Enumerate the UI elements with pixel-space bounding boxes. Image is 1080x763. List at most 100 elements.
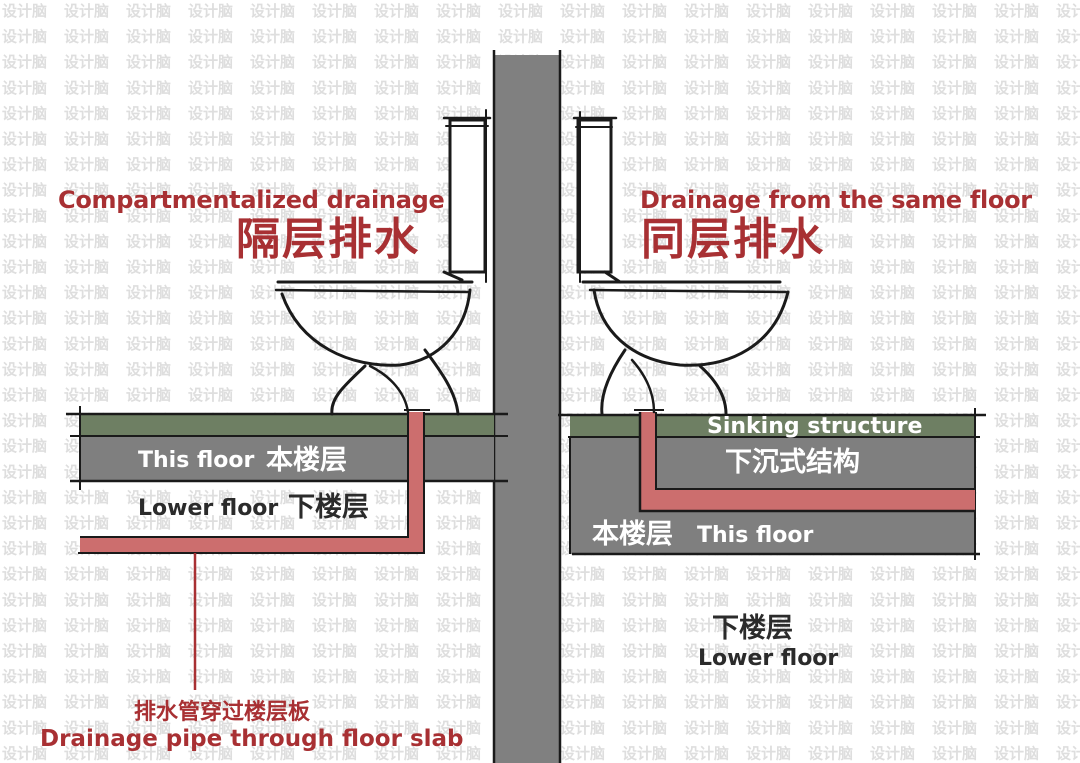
watermark-text: 设计脑 [188, 284, 233, 302]
watermark-text: 设计脑 [870, 386, 915, 404]
watermark-text: 设计脑 [746, 2, 791, 20]
watermark-text: 设计脑 [994, 258, 1039, 276]
watermark-text: 设计脑 [622, 719, 667, 737]
watermark-text: 设计脑 [994, 181, 1039, 199]
watermark-text: 设计脑 [622, 744, 667, 762]
watermark-text: 设计脑 [188, 79, 233, 97]
watermark-text: 设计脑 [808, 693, 853, 711]
watermark-text: 设计脑 [250, 565, 295, 583]
watermark-text: 设计脑 [1056, 386, 1080, 404]
watermark-text: 设计脑 [622, 104, 667, 122]
watermark-text: 设计脑 [312, 130, 357, 148]
watermark-text: 设计脑 [622, 181, 667, 199]
watermark-text: 设计脑 [126, 335, 171, 353]
watermark-text: 设计脑 [250, 488, 295, 506]
watermark-text: 设计脑 [64, 207, 109, 225]
watermark-text: 设计脑 [994, 28, 1039, 46]
watermark-text: 设计脑 [684, 642, 729, 660]
watermark-text: 设计脑 [1056, 591, 1080, 609]
watermark-text: 设计脑 [374, 232, 419, 250]
watermark-text: 设计脑 [932, 360, 977, 378]
watermark-text: 设计脑 [312, 2, 357, 20]
watermark-text: 设计脑 [64, 744, 109, 762]
watermark-text: 设计脑 [312, 335, 357, 353]
watermark-text: 设计脑 [312, 668, 357, 686]
watermark-text: 设计脑 [188, 616, 233, 634]
watermark-text: 设计脑 [746, 156, 791, 174]
watermark-text: 设计脑 [2, 744, 47, 762]
watermark-text: 设计脑 [250, 28, 295, 46]
watermark-text: 设计脑 [994, 130, 1039, 148]
watermark-text: 设计脑 [436, 642, 481, 660]
left-floor-slab [66, 406, 508, 490]
watermark-text: 设计脑 [746, 28, 791, 46]
watermark-text: 设计脑 [374, 335, 419, 353]
watermark-text: 设计脑 [870, 360, 915, 378]
watermark-text: 设计脑 [1056, 53, 1080, 71]
watermark-text: 设计脑 [994, 386, 1039, 404]
watermark-text: 设计脑 [622, 156, 667, 174]
watermark-text: 设计脑 [684, 744, 729, 762]
watermark-text: 设计脑 [2, 130, 47, 148]
watermark-text: 设计脑 [436, 386, 481, 404]
watermark-text: 设计脑 [2, 693, 47, 711]
watermark-text: 设计脑 [1056, 207, 1080, 225]
watermark-text: 设计脑 [684, 719, 729, 737]
watermark-text: 设计脑 [312, 744, 357, 762]
watermark-text: 设计脑 [126, 565, 171, 583]
watermark-text: 设计脑 [374, 181, 419, 199]
watermark-text: 设计脑 [312, 565, 357, 583]
watermark-text: 设计脑 [250, 693, 295, 711]
watermark-text: 设计脑 [746, 258, 791, 276]
watermark-text: 设计脑 [374, 668, 419, 686]
watermark-text: 设计脑 [2, 412, 47, 430]
watermark-text: 设计脑 [374, 258, 419, 276]
watermark-text: 设计脑 [374, 79, 419, 97]
watermark-text: 设计脑 [436, 668, 481, 686]
watermark-text: 设计脑 [1056, 130, 1080, 148]
watermark-text: 设计脑 [746, 335, 791, 353]
watermark-text: 设计脑 [126, 181, 171, 199]
watermark-text: 设计脑 [1056, 156, 1080, 174]
watermark-text: 设计脑 [560, 744, 605, 762]
watermark-text: 设计脑 [808, 616, 853, 634]
watermark-text: 设计脑 [188, 719, 233, 737]
right-sinking-en: Sinking structure [707, 414, 923, 439]
watermark-text: 设计脑 [808, 284, 853, 302]
watermark-text: 设计脑 [560, 565, 605, 583]
watermark-text: 设计脑 [312, 53, 357, 71]
watermark-text: 设计脑 [994, 719, 1039, 737]
watermark-text: 设计脑 [994, 642, 1039, 660]
watermark-text: 设计脑 [250, 335, 295, 353]
watermark-text: 设计脑 [250, 284, 295, 302]
watermark-text: 设计脑 [64, 53, 109, 71]
watermark-text: 设计脑 [64, 309, 109, 327]
left-drain-pipe [78, 409, 430, 690]
watermark-text: 设计脑 [126, 744, 171, 762]
watermark-text: 设计脑 [250, 744, 295, 762]
watermark-text: 设计脑 [932, 591, 977, 609]
watermark-text: 设计脑 [994, 335, 1039, 353]
watermark-text: 设计脑 [746, 668, 791, 686]
watermark-text: 设计脑 [374, 642, 419, 660]
watermark-text: 设计脑 [622, 28, 667, 46]
watermark-text: 设计脑 [808, 207, 853, 225]
watermark-text: 设计脑 [808, 386, 853, 404]
watermark-text: 设计脑 [932, 642, 977, 660]
watermark-text: 设计脑 [684, 53, 729, 71]
watermark-text: 设计脑 [684, 693, 729, 711]
watermark-text: 设计脑 [312, 104, 357, 122]
watermark-text: 设计脑 [126, 386, 171, 404]
watermark-text: 设计脑 [870, 309, 915, 327]
watermark-text: 设计脑 [1056, 79, 1080, 97]
watermark-text: 设计脑 [312, 28, 357, 46]
watermark-text: 设计脑 [1056, 616, 1080, 634]
right-toilet [572, 111, 790, 416]
watermark-text: 设计脑 [312, 642, 357, 660]
watermark-text: 设计脑 [808, 28, 853, 46]
watermark-text: 设计脑 [188, 488, 233, 506]
watermark-text: 设计脑 [1056, 463, 1080, 481]
watermark-text: 设计脑 [64, 335, 109, 353]
watermark-text: 设计脑 [250, 232, 295, 250]
